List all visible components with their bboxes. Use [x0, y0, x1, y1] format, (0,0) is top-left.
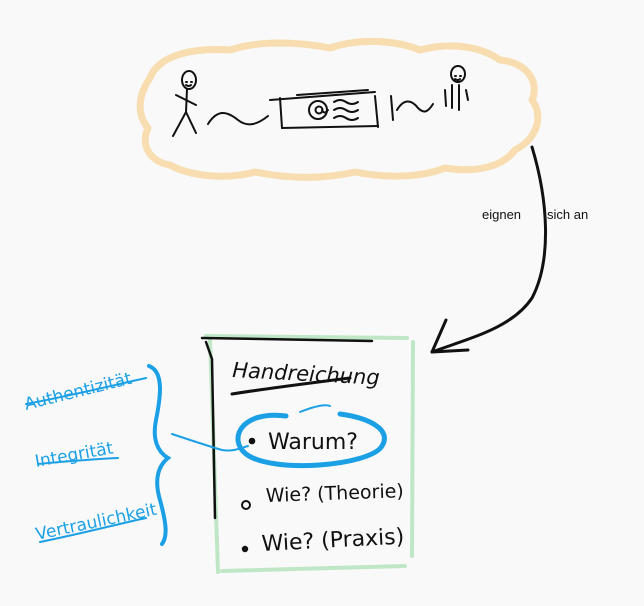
- aspect-label-2: Integrität: [33, 438, 115, 472]
- aspect-underline-1: [25, 377, 147, 405]
- aspect-label-1: Authentizität: [22, 369, 134, 415]
- bullet-2: [241, 500, 251, 510]
- brace-connector: [171, 433, 249, 452]
- highlight-tail: [299, 404, 331, 413]
- bullet-3: [241, 545, 249, 553]
- highlight-circle: [235, 411, 387, 469]
- handout-item-3: Wie? (Praxis): [261, 525, 405, 557]
- squiggle-line: [207, 112, 269, 126]
- handout-item-2: Wie? (Theorie): [265, 480, 404, 507]
- email-icon: [269, 89, 394, 129]
- aspect-underline-2: [37, 457, 119, 465]
- stick-figure-sender-icon: [172, 70, 197, 137]
- handout-item-1: Warum?: [268, 430, 358, 455]
- arrowhead: [430, 318, 470, 354]
- stick-figure-receiver-icon: [444, 65, 469, 111]
- aspect-label-3: Vertraulichkeit: [34, 500, 159, 545]
- curly-brace: [147, 364, 172, 546]
- bullet-1: [248, 437, 256, 445]
- arrow-label-right: sich an: [547, 207, 588, 222]
- title-underline: [230, 376, 352, 396]
- arrow-label-left: eignen: [482, 207, 521, 222]
- squiggle-arrow: [396, 100, 434, 113]
- handout-box-ink: [200, 336, 374, 520]
- aspect-underline-3: [39, 517, 147, 543]
- connector-arrow: [430, 145, 548, 354]
- cloud-outline: [136, 38, 542, 181]
